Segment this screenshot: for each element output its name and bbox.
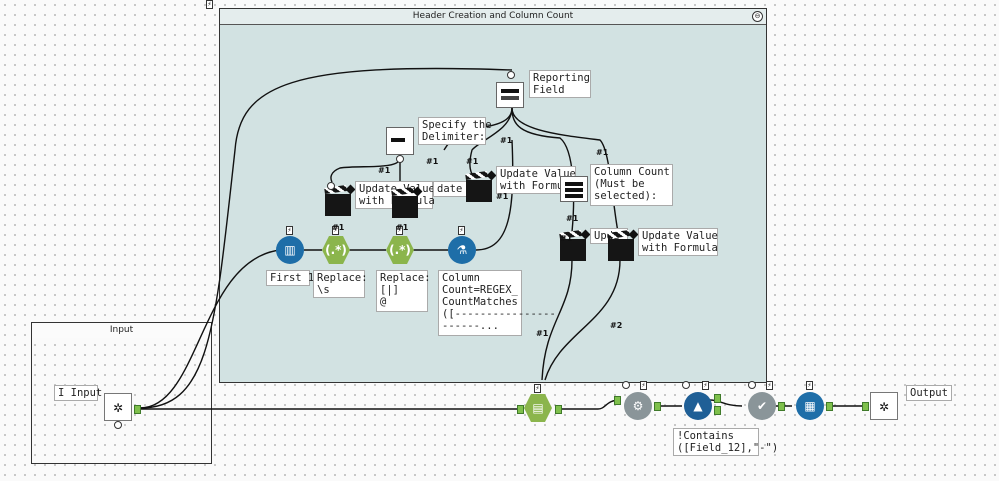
update-value-tool-5[interactable] <box>608 239 634 261</box>
regex-icon: (.*) <box>389 243 411 257</box>
lightning-icon: ⚡ <box>206 0 213 9</box>
lightning-icon: ⚡ <box>702 381 709 390</box>
label-replace-s: Replace: \s <box>313 270 368 298</box>
collapse-icon[interactable]: ⊖ <box>752 11 763 22</box>
reporting-field-tool[interactable] <box>496 82 524 108</box>
connection-tag: #1 <box>536 329 549 338</box>
label-first-1: First 1 <box>266 270 314 286</box>
connection-tag: #1 <box>596 148 609 157</box>
connection-tag: #1 <box>426 157 439 166</box>
connection-tag: #1 <box>566 214 579 223</box>
update-value-tool-4[interactable] <box>560 239 586 261</box>
text-to-columns-tool[interactable]: ⚙ <box>624 392 652 420</box>
label-specify-delimiter: Specify the Delimiter: <box>418 117 492 145</box>
input-anchor[interactable] <box>862 402 869 411</box>
filter-icon: ▲ <box>693 399 703 413</box>
update-value-tool-3[interactable] <box>466 180 492 202</box>
regex-icon: (.*) <box>325 243 347 257</box>
lightning-icon: ⚡ <box>286 226 293 235</box>
dynamic-rename-tool[interactable]: ✔ <box>748 392 776 420</box>
label-output: Output <box>906 385 952 401</box>
anchor-icon <box>622 381 630 389</box>
connection-tag: #1 <box>500 136 513 145</box>
filter-tool[interactable]: ▲ <box>684 392 712 420</box>
output-anchor[interactable] <box>555 405 562 414</box>
test-tubes-icon: ▥ <box>284 243 296 257</box>
anchor-icon <box>507 71 515 79</box>
gear-icon: ✲ <box>878 400 890 414</box>
output-anchor[interactable] <box>654 402 661 411</box>
lightning-icon: ⚡ <box>534 384 541 393</box>
connection-tag: #1 <box>332 223 345 232</box>
anchor-icon <box>396 155 404 163</box>
sample-tool[interactable]: ▥ <box>276 236 304 264</box>
label-update-value-3: Update Value with Formula <box>638 228 718 256</box>
lightning-icon: ⚡ <box>766 381 773 390</box>
input-anchor[interactable] <box>614 396 621 405</box>
flask-icon: ⚗ <box>456 243 468 257</box>
formula-tool[interactable]: ⚗ <box>448 236 476 264</box>
output-anchor[interactable] <box>778 402 785 411</box>
output-anchor[interactable] <box>714 406 721 415</box>
connection-tag: #2 <box>610 321 623 330</box>
anchor-icon <box>114 421 122 429</box>
lightning-icon: ⚡ <box>396 226 403 235</box>
label-column-count-formula: Column Count=REGEX_ CountMatches ([-----… <box>438 270 556 336</box>
anchor-icon <box>327 182 335 190</box>
lightning-icon: ⚡ <box>332 226 339 235</box>
container-title: Header Creation and Column Count <box>412 11 574 21</box>
delimiter-textbox-tool[interactable] <box>386 127 414 155</box>
label-replace-brackets: Replace: [|] @ <box>376 270 431 312</box>
connection-tag: #1 <box>378 166 391 175</box>
check-icon: ✔ <box>756 399 768 413</box>
container-title-bar[interactable]: Header Creation and Column Count ⊖ <box>220 9 766 25</box>
table-plus-icon: ▦ <box>804 399 816 413</box>
connection-tag: #1 <box>396 223 409 232</box>
column-count-select-tool[interactable] <box>560 176 588 202</box>
append-fields-tool[interactable]: ▤ <box>524 394 552 422</box>
input-anchor[interactable] <box>517 405 524 414</box>
lightning-icon: ⚡ <box>806 381 813 390</box>
output-anchor[interactable] <box>826 402 833 411</box>
update-value-tool-2[interactable] <box>392 196 418 218</box>
anchor-icon <box>682 381 690 389</box>
label-i-input: I Input <box>54 385 102 401</box>
connection-tag: #1 <box>496 192 509 201</box>
container-input-title: Input <box>109 325 134 335</box>
output-tool[interactable]: ✲ <box>870 392 898 420</box>
connection-tag: #1 <box>466 157 479 166</box>
label-column-count-select: Column Count (Must be selected): <box>590 164 673 206</box>
input-tool[interactable]: ✲ <box>104 393 132 421</box>
output-anchor[interactable] <box>714 394 721 403</box>
gear-icon: ✲ <box>112 401 124 415</box>
label-contains-filter: !Contains ([Field_12],"-") <box>673 428 778 456</box>
append-fields-icon: ▤ <box>532 401 544 415</box>
lightning-icon: ⚡ <box>458 226 465 235</box>
label-reporting-field: Reporting Field <box>529 70 591 98</box>
lightning-icon: ⚡ <box>640 381 647 390</box>
container-input-title-bar[interactable]: Input <box>32 323 211 338</box>
anchor-icon <box>748 381 756 389</box>
sawblade-icon: ⚙ <box>632 399 644 413</box>
output-anchor[interactable] <box>134 405 141 414</box>
select-tool[interactable]: ▦ <box>796 392 824 420</box>
update-value-tool-1[interactable] <box>325 194 351 216</box>
connection-tag: #1 <box>560 234 573 243</box>
